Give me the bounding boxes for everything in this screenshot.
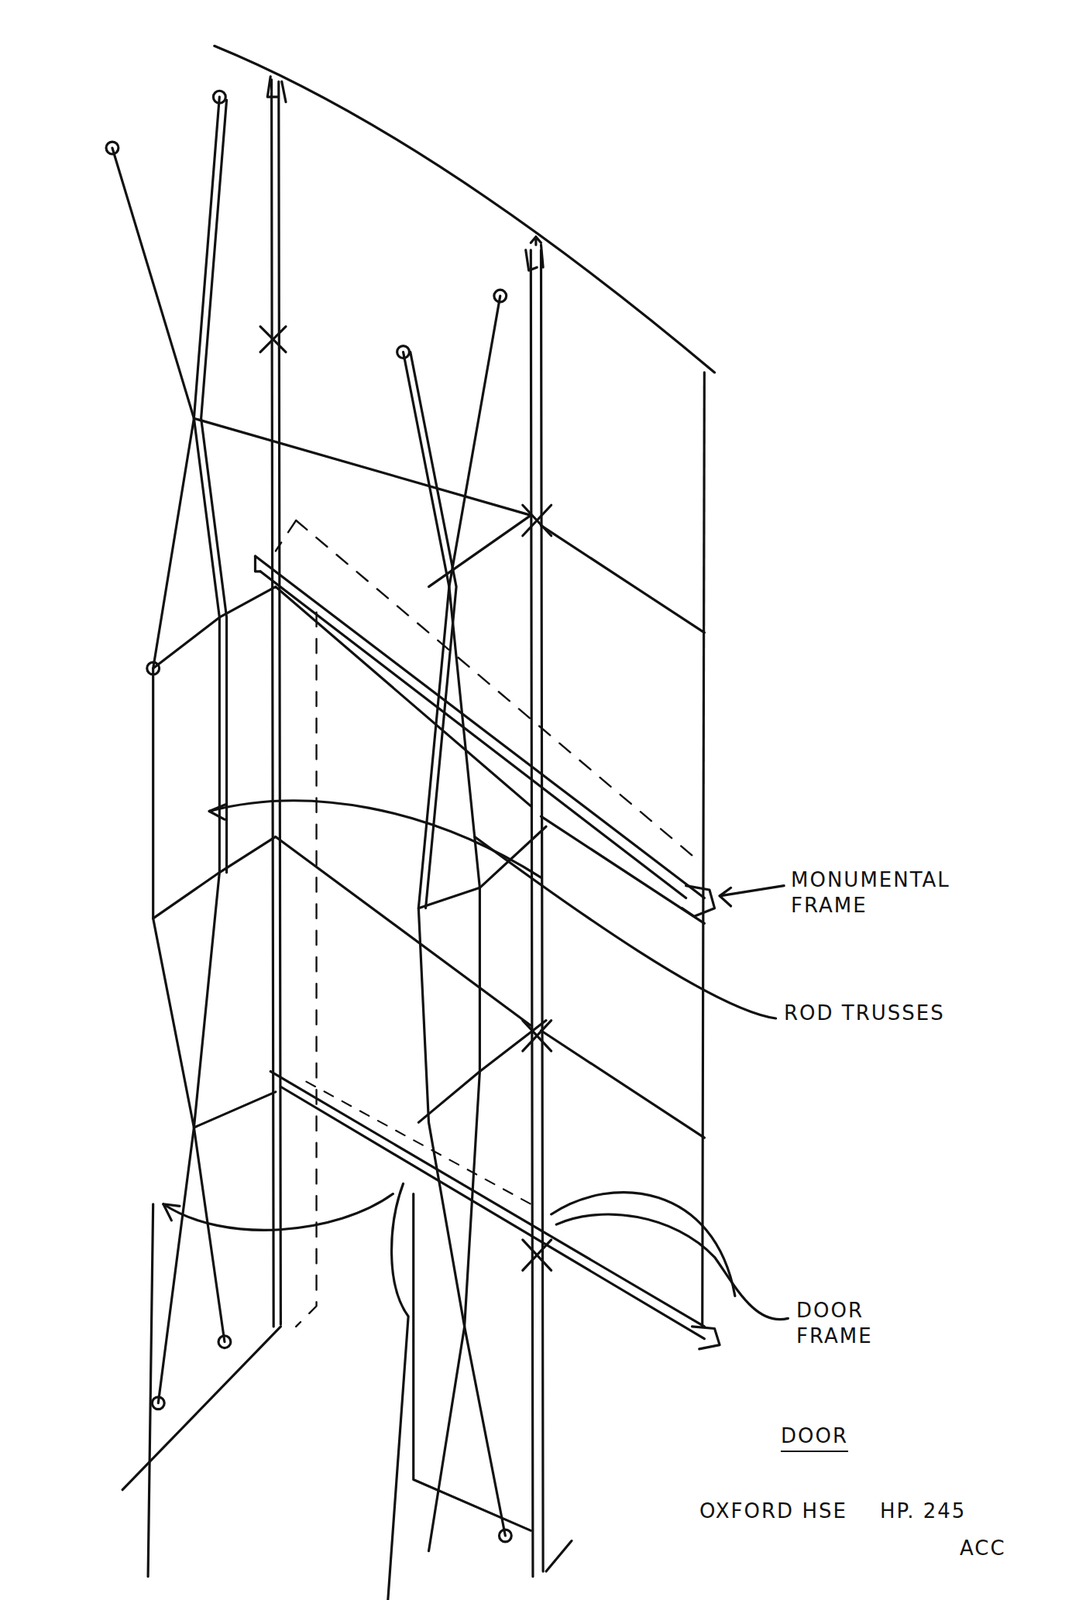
author-initials: ACC [959,1536,1007,1562]
sheet-number: HP. 245 [879,1498,966,1525]
callout-label: DOOR FRAME [796,1298,929,1349]
drawing-title: DOOR [780,1423,849,1453]
project-note: OXFORD HSE [699,1498,848,1525]
callout-label: ROD TRUSSES [783,1000,1050,1027]
callout-label: MONUMENTAL FRAME [790,867,1026,918]
sketch-lines [106,45,788,1600]
